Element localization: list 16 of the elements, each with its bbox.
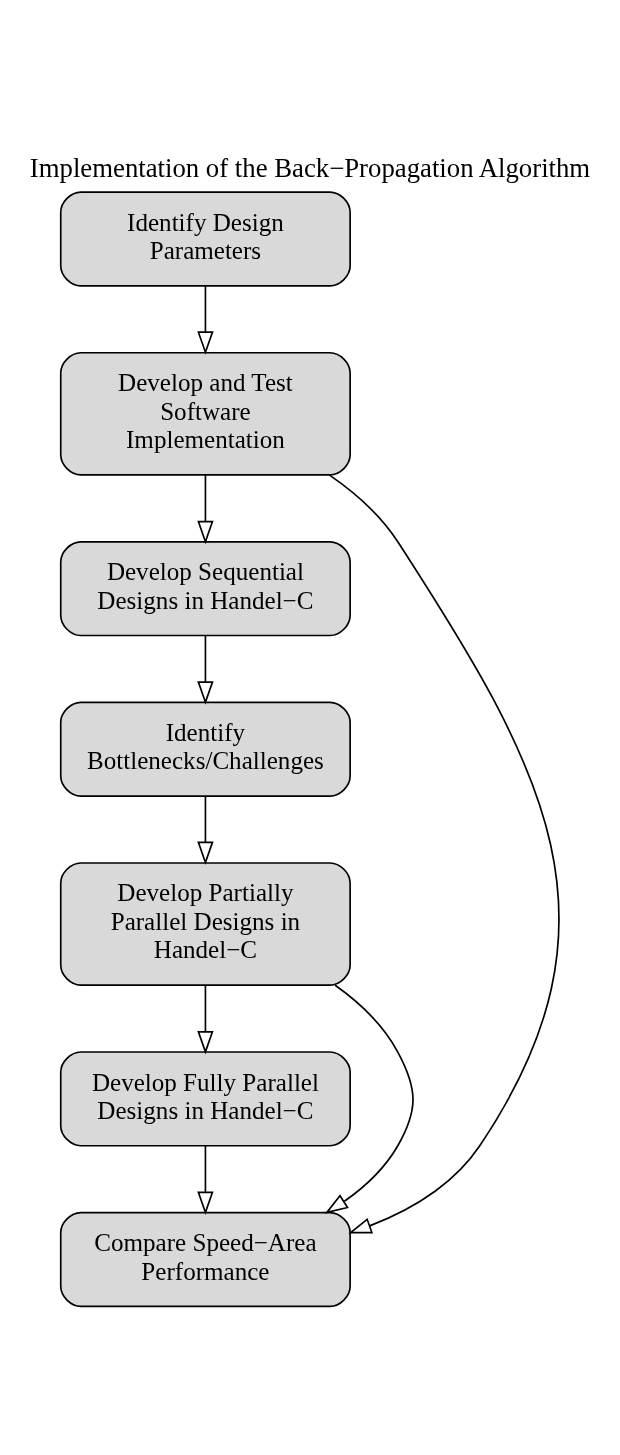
- node-box: Develop Fully Parallel Designs in Handel−C: [59, 1051, 351, 1147]
- node-box: Identify Design Parameters: [59, 191, 351, 287]
- arrow: [197, 795, 214, 865]
- node-box: Identify Bottlenecks/Challenges: [59, 701, 351, 797]
- arrow: [324, 984, 414, 1214]
- arrow: [197, 285, 214, 355]
- arrow: [328, 474, 560, 1234]
- node-box: Develop Sequential Designs in Handel−C: [59, 540, 351, 637]
- diagram-title: Implementation of the Back−Propagation Algorithm: [29, 152, 591, 183]
- arrow: [197, 634, 214, 705]
- arrow: [197, 474, 214, 545]
- arrow: [197, 1145, 214, 1215]
- node-box: Compare Speed−Area Performance: [59, 1211, 351, 1308]
- node-box: Develop and Test Software Implementation: [59, 351, 351, 476]
- node-box: Develop Partially Parallel Designs in Handel−C: [59, 862, 351, 986]
- arrow: [197, 984, 214, 1055]
